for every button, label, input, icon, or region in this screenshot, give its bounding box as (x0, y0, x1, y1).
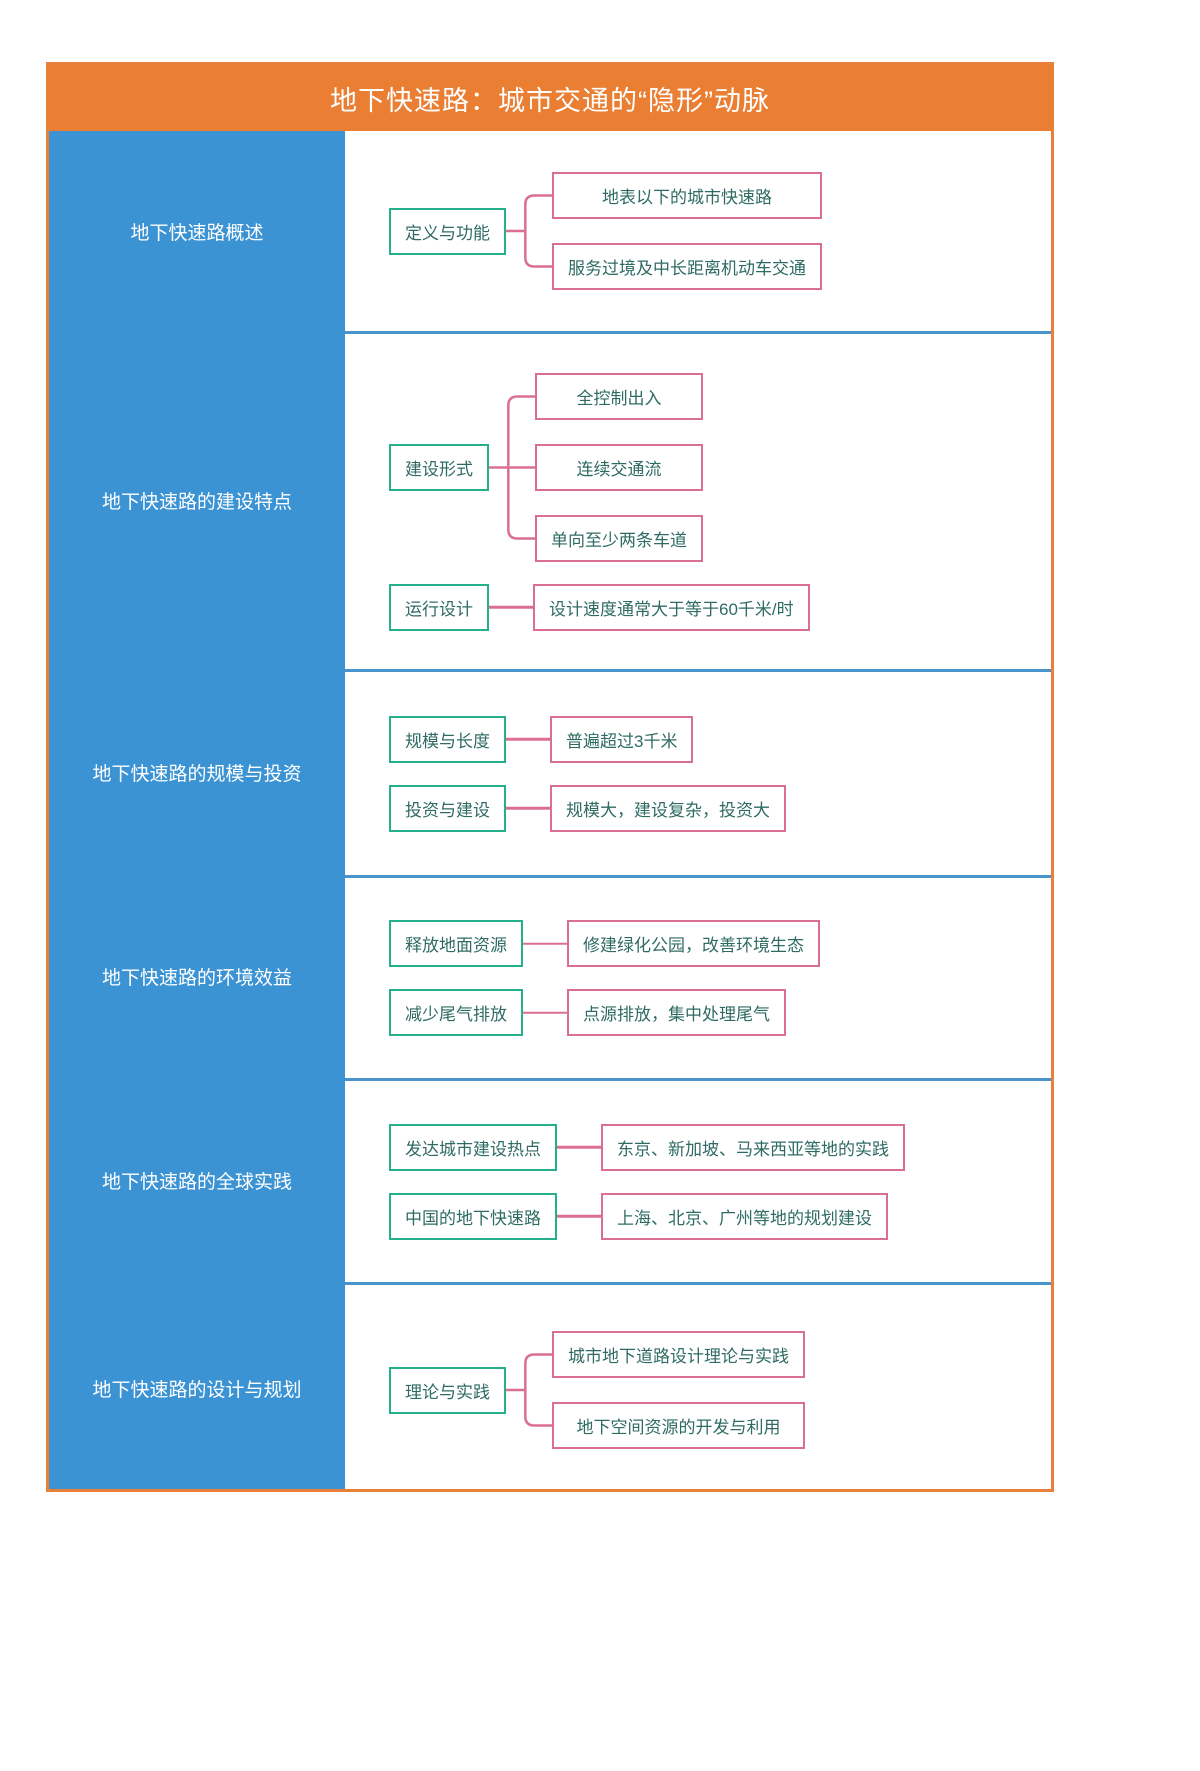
section-label-text: 地下快速路的规模与投资 (92, 763, 302, 785)
section-label-5[interactable]: 地下快速路的全球实践 (49, 1078, 345, 1282)
section-label-column: 地下快速路概述地下快速路的建设特点地下快速路的规模与投资地下快速路的环境效益地下… (49, 131, 345, 1489)
detail-node[interactable]: 东京、新加坡、马来西亚等地的实践 (601, 1123, 905, 1171)
detail-list: 东京、新加坡、马来西亚等地的实践 (601, 1123, 905, 1171)
detail-node[interactable]: 地下空间资源的开发与利用 (552, 1402, 805, 1449)
section-label-6[interactable]: 地下快速路的设计与规划 (49, 1282, 345, 1495)
mindmap-frame: 地下快速路：城市交通的“隐形”动脉 地下快速路概述地下快速路的建设特点地下快速路… (46, 62, 1054, 1492)
topic-node[interactable]: 发达城市建设热点 (389, 1123, 557, 1171)
topic-node[interactable]: 建设形式 (389, 443, 489, 491)
topic-group: 理论与实践城市地下道路设计理论与实践地下空间资源的开发与利用 (389, 1331, 1051, 1449)
connector-fan (506, 172, 552, 290)
detail-list: 普遍超过3千米 (550, 715, 694, 763)
connector-fan (506, 1331, 552, 1449)
topic-node[interactable]: 定义与功能 (389, 207, 506, 255)
section-label-text: 地下快速路概述 (130, 222, 264, 244)
detail-node[interactable]: 单向至少两条车道 (535, 514, 703, 562)
detail-list: 上海、北京、广州等地的规划建设 (601, 1192, 888, 1240)
topic-group: 定义与功能地表以下的城市快速路服务过境及中长距离机动车交通 (389, 172, 1051, 290)
connector-line (523, 989, 567, 1036)
connector-paths (506, 1353, 552, 1427)
connector-line (506, 785, 550, 832)
section-content-5: 发达城市建设热点东京、新加坡、马来西亚等地的实践中国的地下快速路上海、北京、广州… (345, 1078, 1051, 1282)
section-label-text: 地下快速路的全球实践 (101, 1171, 292, 1193)
connector-segment (506, 806, 550, 810)
connector-paths (506, 194, 552, 268)
topic-node[interactable]: 理论与实践 (389, 1366, 506, 1414)
section-content-2: 建设形式全控制出入连续交通流单向至少两条车道运行设计设计速度通常大于等于60千米… (345, 331, 1051, 669)
detail-list: 设计速度通常大于等于60千米/时 (533, 583, 810, 631)
connector-paths (489, 394, 535, 540)
section-content-6: 理论与实践城市地下道路设计理论与实践地下空间资源的开发与利用 (345, 1282, 1051, 1495)
connector-line (523, 920, 567, 967)
connector-line (557, 1193, 601, 1240)
detail-node[interactable]: 连续交通流 (535, 443, 703, 491)
detail-node[interactable]: 点源排放，集中处理尾气 (567, 989, 786, 1036)
section-label-2[interactable]: 地下快速路的建设特点 (49, 331, 345, 669)
detail-node[interactable]: 上海、北京、广州等地的规划建设 (601, 1192, 888, 1240)
connector-fan (489, 373, 535, 562)
mindmap-body: 地下快速路概述地下快速路的建设特点地下快速路的规模与投资地下快速路的环境效益地下… (49, 131, 1051, 1489)
detail-list: 城市地下道路设计理论与实践地下空间资源的开发与利用 (552, 1331, 805, 1449)
topic-group: 中国的地下快速路上海、北京、广州等地的规划建设 (389, 1192, 1051, 1240)
detail-list: 规模大，建设复杂，投资大 (550, 784, 786, 832)
connector-segment (523, 1011, 567, 1014)
section-content-1: 定义与功能地表以下的城市快速路服务过境及中长距离机动车交通 (345, 131, 1051, 331)
section-label-4[interactable]: 地下快速路的环境效益 (49, 875, 345, 1078)
topic-group: 运行设计设计速度通常大于等于60千米/时 (389, 583, 1051, 631)
detail-node[interactable]: 地表以下的城市快速路 (552, 172, 822, 219)
topic-group: 释放地面资源修建绿化公园，改善环境生态 (389, 920, 1051, 967)
section-content-3: 规模与长度普遍超过3千米投资与建设规模大，建设复杂，投资大 (345, 669, 1051, 875)
topic-node[interactable]: 减少尾气排放 (389, 989, 523, 1036)
connector-segment (523, 942, 567, 945)
connector-segment (557, 1214, 601, 1218)
detail-list: 修建绿化公园，改善环境生态 (567, 920, 820, 967)
section-label-text: 地下快速路的环境效益 (101, 968, 292, 989)
connector-line (506, 716, 550, 763)
detail-list: 全控制出入连续交通流单向至少两条车道 (535, 372, 703, 562)
detail-list: 点源排放，集中处理尾气 (567, 989, 786, 1036)
topic-group: 发达城市建设热点东京、新加坡、马来西亚等地的实践 (389, 1123, 1051, 1171)
connector-segment (506, 737, 550, 741)
topic-node[interactable]: 规模与长度 (389, 715, 506, 763)
section-label-1[interactable]: 地下快速路概述 (49, 131, 345, 331)
section-label-text: 地下快速路的设计与规划 (92, 1380, 302, 1401)
detail-node[interactable]: 全控制出入 (535, 372, 703, 420)
title-bar: 地下快速路：城市交通的“隐形”动脉 (49, 65, 1051, 131)
topic-group: 规模与长度普遍超过3千米 (389, 715, 1051, 763)
connector-line (489, 584, 533, 631)
topic-group: 减少尾气排放点源排放，集中处理尾气 (389, 989, 1051, 1036)
detail-node[interactable]: 设计速度通常大于等于60千米/时 (533, 583, 810, 631)
detail-node[interactable]: 规模大，建设复杂，投资大 (550, 784, 786, 832)
detail-list: 地表以下的城市快速路服务过境及中长距离机动车交通 (552, 172, 822, 290)
connector-segment (489, 605, 533, 609)
section-label-text: 地下快速路的建设特点 (101, 491, 292, 513)
topic-group: 建设形式全控制出入连续交通流单向至少两条车道 (389, 372, 1051, 562)
detail-node[interactable]: 修建绿化公园，改善环境生态 (567, 920, 820, 967)
section-content-4: 释放地面资源修建绿化公园，改善环境生态减少尾气排放点源排放，集中处理尾气 (345, 875, 1051, 1078)
connector-segment (557, 1145, 601, 1149)
detail-node[interactable]: 普遍超过3千米 (550, 715, 694, 763)
section-content-column: 定义与功能地表以下的城市快速路服务过境及中长距离机动车交通建设形式全控制出入连续… (345, 131, 1051, 1489)
section-label-3[interactable]: 地下快速路的规模与投资 (49, 669, 345, 875)
connector-line (557, 1124, 601, 1171)
topic-node[interactable]: 投资与建设 (389, 784, 506, 832)
topic-group: 投资与建设规模大，建设复杂，投资大 (389, 784, 1051, 832)
page-title: 地下快速路：城市交通的“隐形”动脉 (330, 85, 770, 116)
detail-node[interactable]: 服务过境及中长距离机动车交通 (552, 243, 822, 290)
detail-node[interactable]: 城市地下道路设计理论与实践 (552, 1331, 805, 1378)
topic-node[interactable]: 中国的地下快速路 (389, 1192, 557, 1240)
topic-node[interactable]: 释放地面资源 (389, 920, 523, 967)
topic-node[interactable]: 运行设计 (389, 583, 489, 631)
